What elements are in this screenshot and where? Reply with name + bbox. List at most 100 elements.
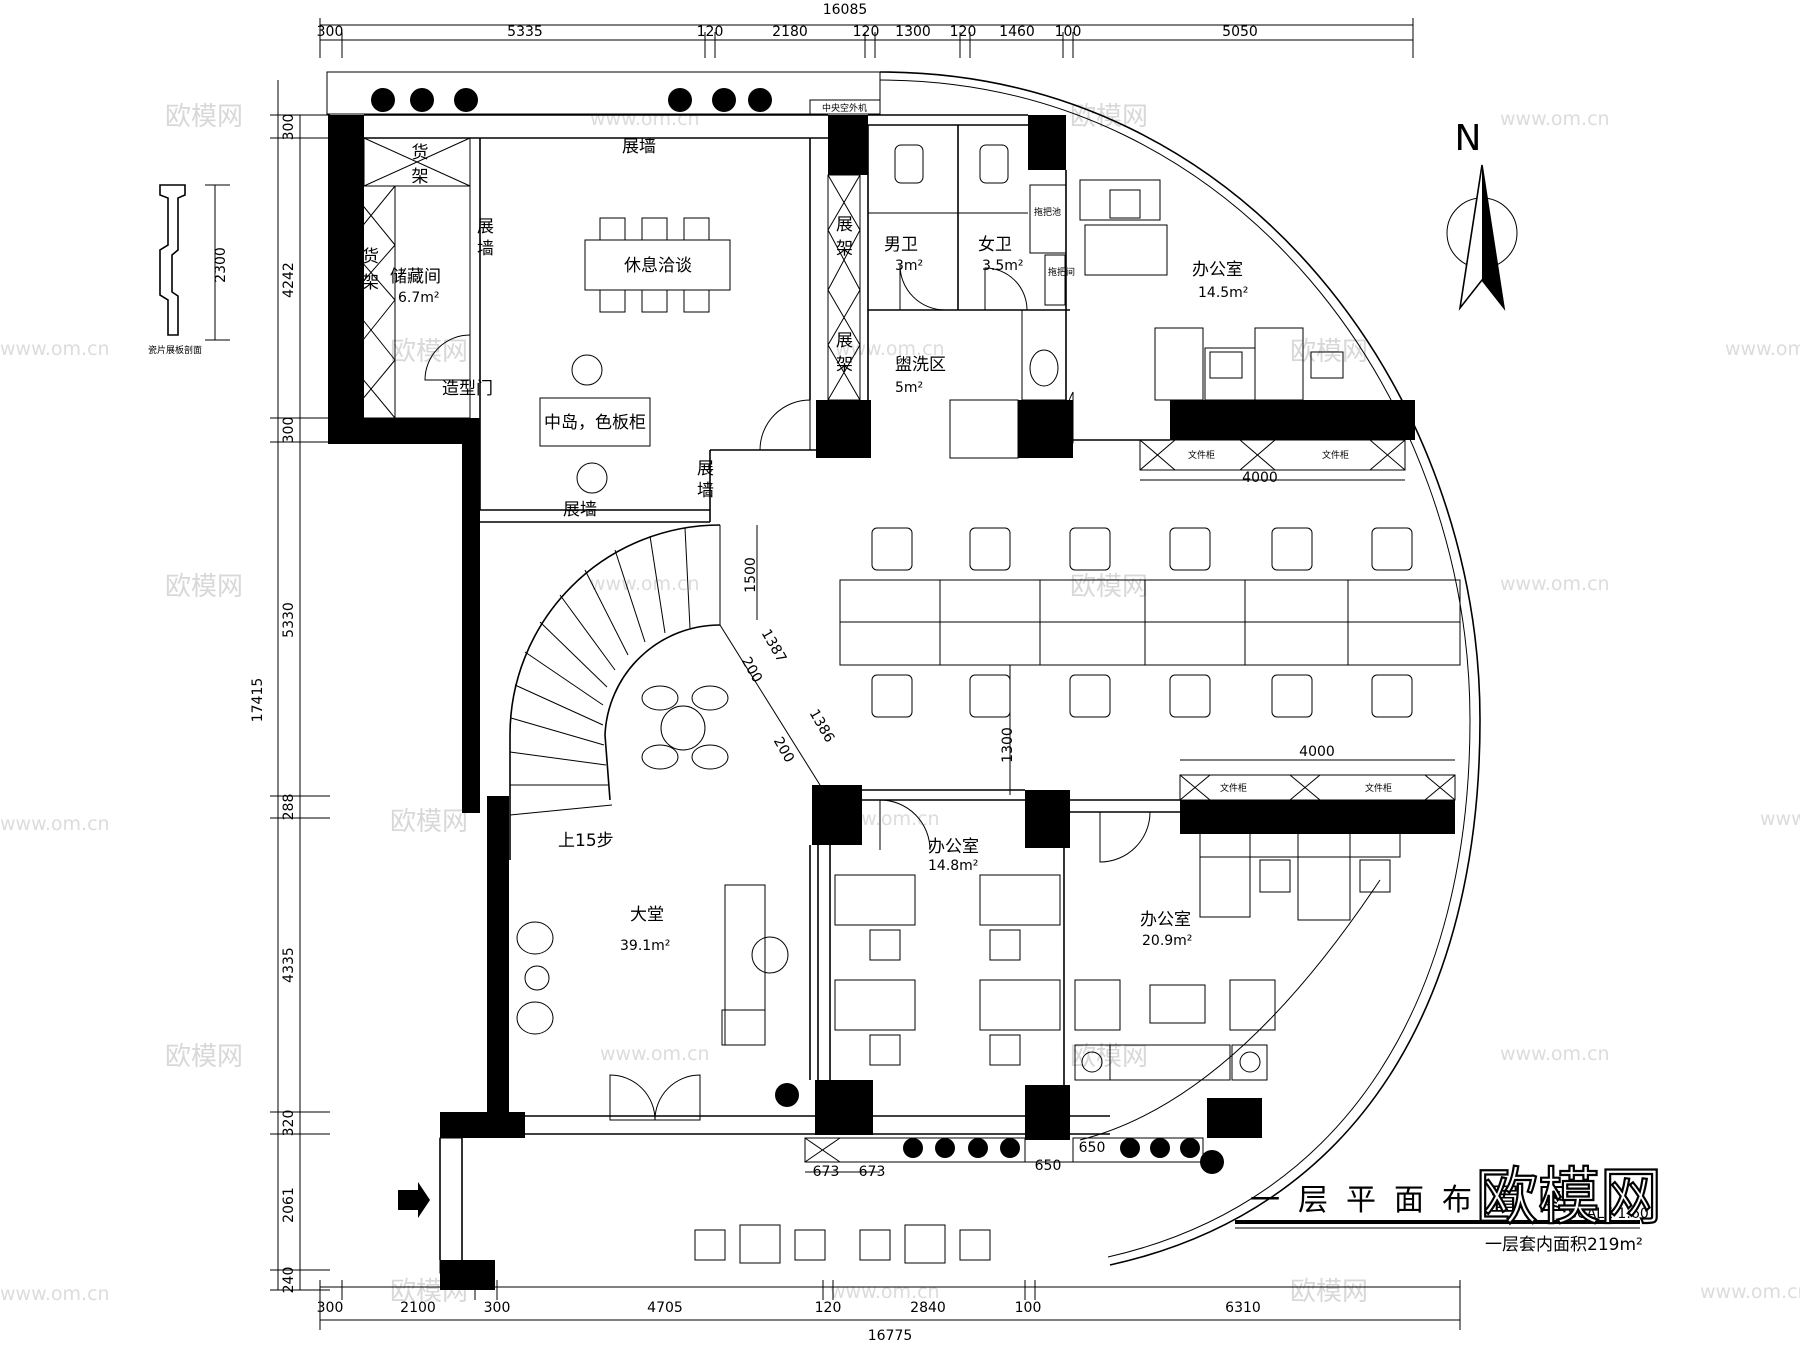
display-wall-label: 展 xyxy=(477,217,494,237)
room-name-lobby: 大堂 xyxy=(630,905,664,925)
display-rack-label: 展 xyxy=(836,215,853,235)
shelf-label: 货 xyxy=(362,247,379,267)
display-wall-label: 展 xyxy=(697,459,714,479)
room-area-lobby: 39.1m² xyxy=(620,938,670,954)
file-cabinet-label: 文件柜 xyxy=(1188,449,1215,461)
exterior-top-strip: 中央空外机 xyxy=(326,71,881,115)
file-cabinet-label: 文件柜 xyxy=(1365,782,1392,794)
plant-icon xyxy=(1200,1150,1224,1174)
dim-label: 300 xyxy=(317,1300,344,1316)
dim-label: 4000 xyxy=(1242,470,1278,486)
watermark-text: 欧模网 xyxy=(165,572,243,602)
display-rack-label: 架 xyxy=(836,239,853,259)
decorative-door-label: 造型门 xyxy=(442,379,493,399)
dim-label: 288 xyxy=(281,794,297,821)
display-rack-label: 展 xyxy=(836,331,853,351)
ac-unit-label: 中央空外机 xyxy=(822,102,867,114)
watermark-url: www.om.cn xyxy=(1500,108,1610,130)
plant-icons xyxy=(371,88,1224,1174)
dim-label: 2061 xyxy=(281,1187,297,1223)
dim-label: 120 xyxy=(815,1300,842,1316)
dim-label: 6310 xyxy=(1225,1300,1261,1316)
watermark-text: 欧模网 xyxy=(165,102,243,132)
north-arrow: N xyxy=(1446,118,1518,311)
plant-icon xyxy=(410,88,434,112)
dim-bottom-total: 16775 xyxy=(868,1328,913,1344)
room-name-female-wc: 女卫 xyxy=(978,235,1012,255)
dim-label: 5335 xyxy=(507,24,543,40)
plant-icon xyxy=(968,1138,988,1158)
office-southeast: 办公室 20.9m² xyxy=(1074,811,1401,1081)
curved-facade xyxy=(879,71,1481,1266)
shelf-label: 货 xyxy=(412,143,429,163)
logo-watermark: 欧模网 xyxy=(1476,1160,1662,1233)
plant-icon xyxy=(1120,1138,1140,1158)
dim-label: 1387 xyxy=(758,627,790,666)
section-dim-label: 2300 xyxy=(213,247,229,283)
dim-label: 120 xyxy=(697,24,724,40)
rest-meeting-area: 展墙 展 墙 休息洽谈 中岛，色板柜 展墙 展 墙 xyxy=(477,137,731,520)
dim-label: 2180 xyxy=(772,24,808,40)
display-rack-column: 展 架 展 架 xyxy=(759,174,861,451)
watermark-url: www.om.cn xyxy=(835,338,945,360)
dim-label: 300 xyxy=(484,1300,511,1316)
watermark-url: www.om.cn xyxy=(1500,573,1610,595)
plant-icon xyxy=(668,88,692,112)
watermark-url: www.om.cn xyxy=(1700,1281,1800,1303)
dim-label: 1300 xyxy=(895,24,931,40)
office-middle: 办公室 14.8m² xyxy=(834,799,1061,1066)
island-cabinet-label: 中岛，色板柜 xyxy=(544,413,646,433)
dim-top-total: 16085 xyxy=(823,2,868,18)
display-rack-label: 架 xyxy=(836,355,853,375)
section-label: 瓷片展板剖面 xyxy=(148,344,202,356)
office-northeast: 办公室 14.5m² 文件柜 文件柜 4000 xyxy=(1079,179,1406,486)
watermark-text: 欧模网 xyxy=(1070,572,1148,602)
section-detail: 2300 瓷片展板剖面 xyxy=(148,184,230,356)
dim-label: 4705 xyxy=(647,1300,683,1316)
watermark-url: www.om.cn xyxy=(590,573,700,595)
shelf-label: 架 xyxy=(412,167,429,187)
dim-label: 4335 xyxy=(281,947,297,983)
spiral-staircase: 上15步 1500 1387 200 1386 200 xyxy=(509,524,837,860)
dim-label: 5330 xyxy=(281,602,297,638)
dim-label: 2840 xyxy=(910,1300,946,1316)
dim-label: 1300 xyxy=(1000,727,1016,763)
dim-label: 673 xyxy=(813,1164,840,1180)
bottom-dimension-chain: 300 2100 300 4705 120 2840 100 6310 1677… xyxy=(317,1280,1461,1344)
room-area-storage: 6.7m² xyxy=(398,290,440,306)
dim-label: 5050 xyxy=(1222,24,1258,40)
watermark-url: www.om.cn xyxy=(1725,338,1800,360)
plant-icon xyxy=(371,88,395,112)
dim-label: 120 xyxy=(853,24,880,40)
plant-icon xyxy=(775,1083,799,1107)
plant-icon xyxy=(1180,1138,1200,1158)
room-name-office-ne: 办公室 xyxy=(1192,260,1243,280)
watermark-url: www.om.cn xyxy=(0,813,110,835)
plant-icon xyxy=(903,1138,923,1158)
plant-icon xyxy=(712,88,736,112)
plant-icon xyxy=(1150,1138,1170,1158)
room-area-office-se: 20.9m² xyxy=(1142,933,1192,949)
north-label: N xyxy=(1455,118,1482,159)
dim-label: 300 xyxy=(281,114,297,141)
room-area-female-wc: 3.5m² xyxy=(982,258,1024,274)
room-name-wash: 盥洗区 xyxy=(895,355,946,375)
dim-label: 100 xyxy=(1015,1300,1042,1316)
watermark-text: 欧模网 xyxy=(165,1042,243,1072)
watermark-text: 欧模网 xyxy=(1070,1042,1148,1072)
plant-icon xyxy=(935,1138,955,1158)
title-block: 一层平面布置图 SCALE 1:60 一层套内面积219m² 欧模网 xyxy=(1235,1159,1663,1255)
shelf-label: 架 xyxy=(362,273,379,293)
display-wall-label: 墙 xyxy=(697,481,714,501)
file-cabinet-label: 文件柜 xyxy=(1220,782,1247,794)
room-area-wash: 5m² xyxy=(895,380,923,396)
watermark-url: www.om.cn xyxy=(1500,1043,1610,1065)
watermark-url: www.om.cn xyxy=(600,1043,710,1065)
entrance-arrow-icon xyxy=(398,1182,430,1218)
room-area-office-ne: 14.5m² xyxy=(1198,285,1248,301)
walls xyxy=(328,115,1455,1290)
plant-icon xyxy=(1000,1138,1020,1158)
storage-room: 货 架 货 架 储藏间 6.7m² 造型门 xyxy=(346,137,493,419)
